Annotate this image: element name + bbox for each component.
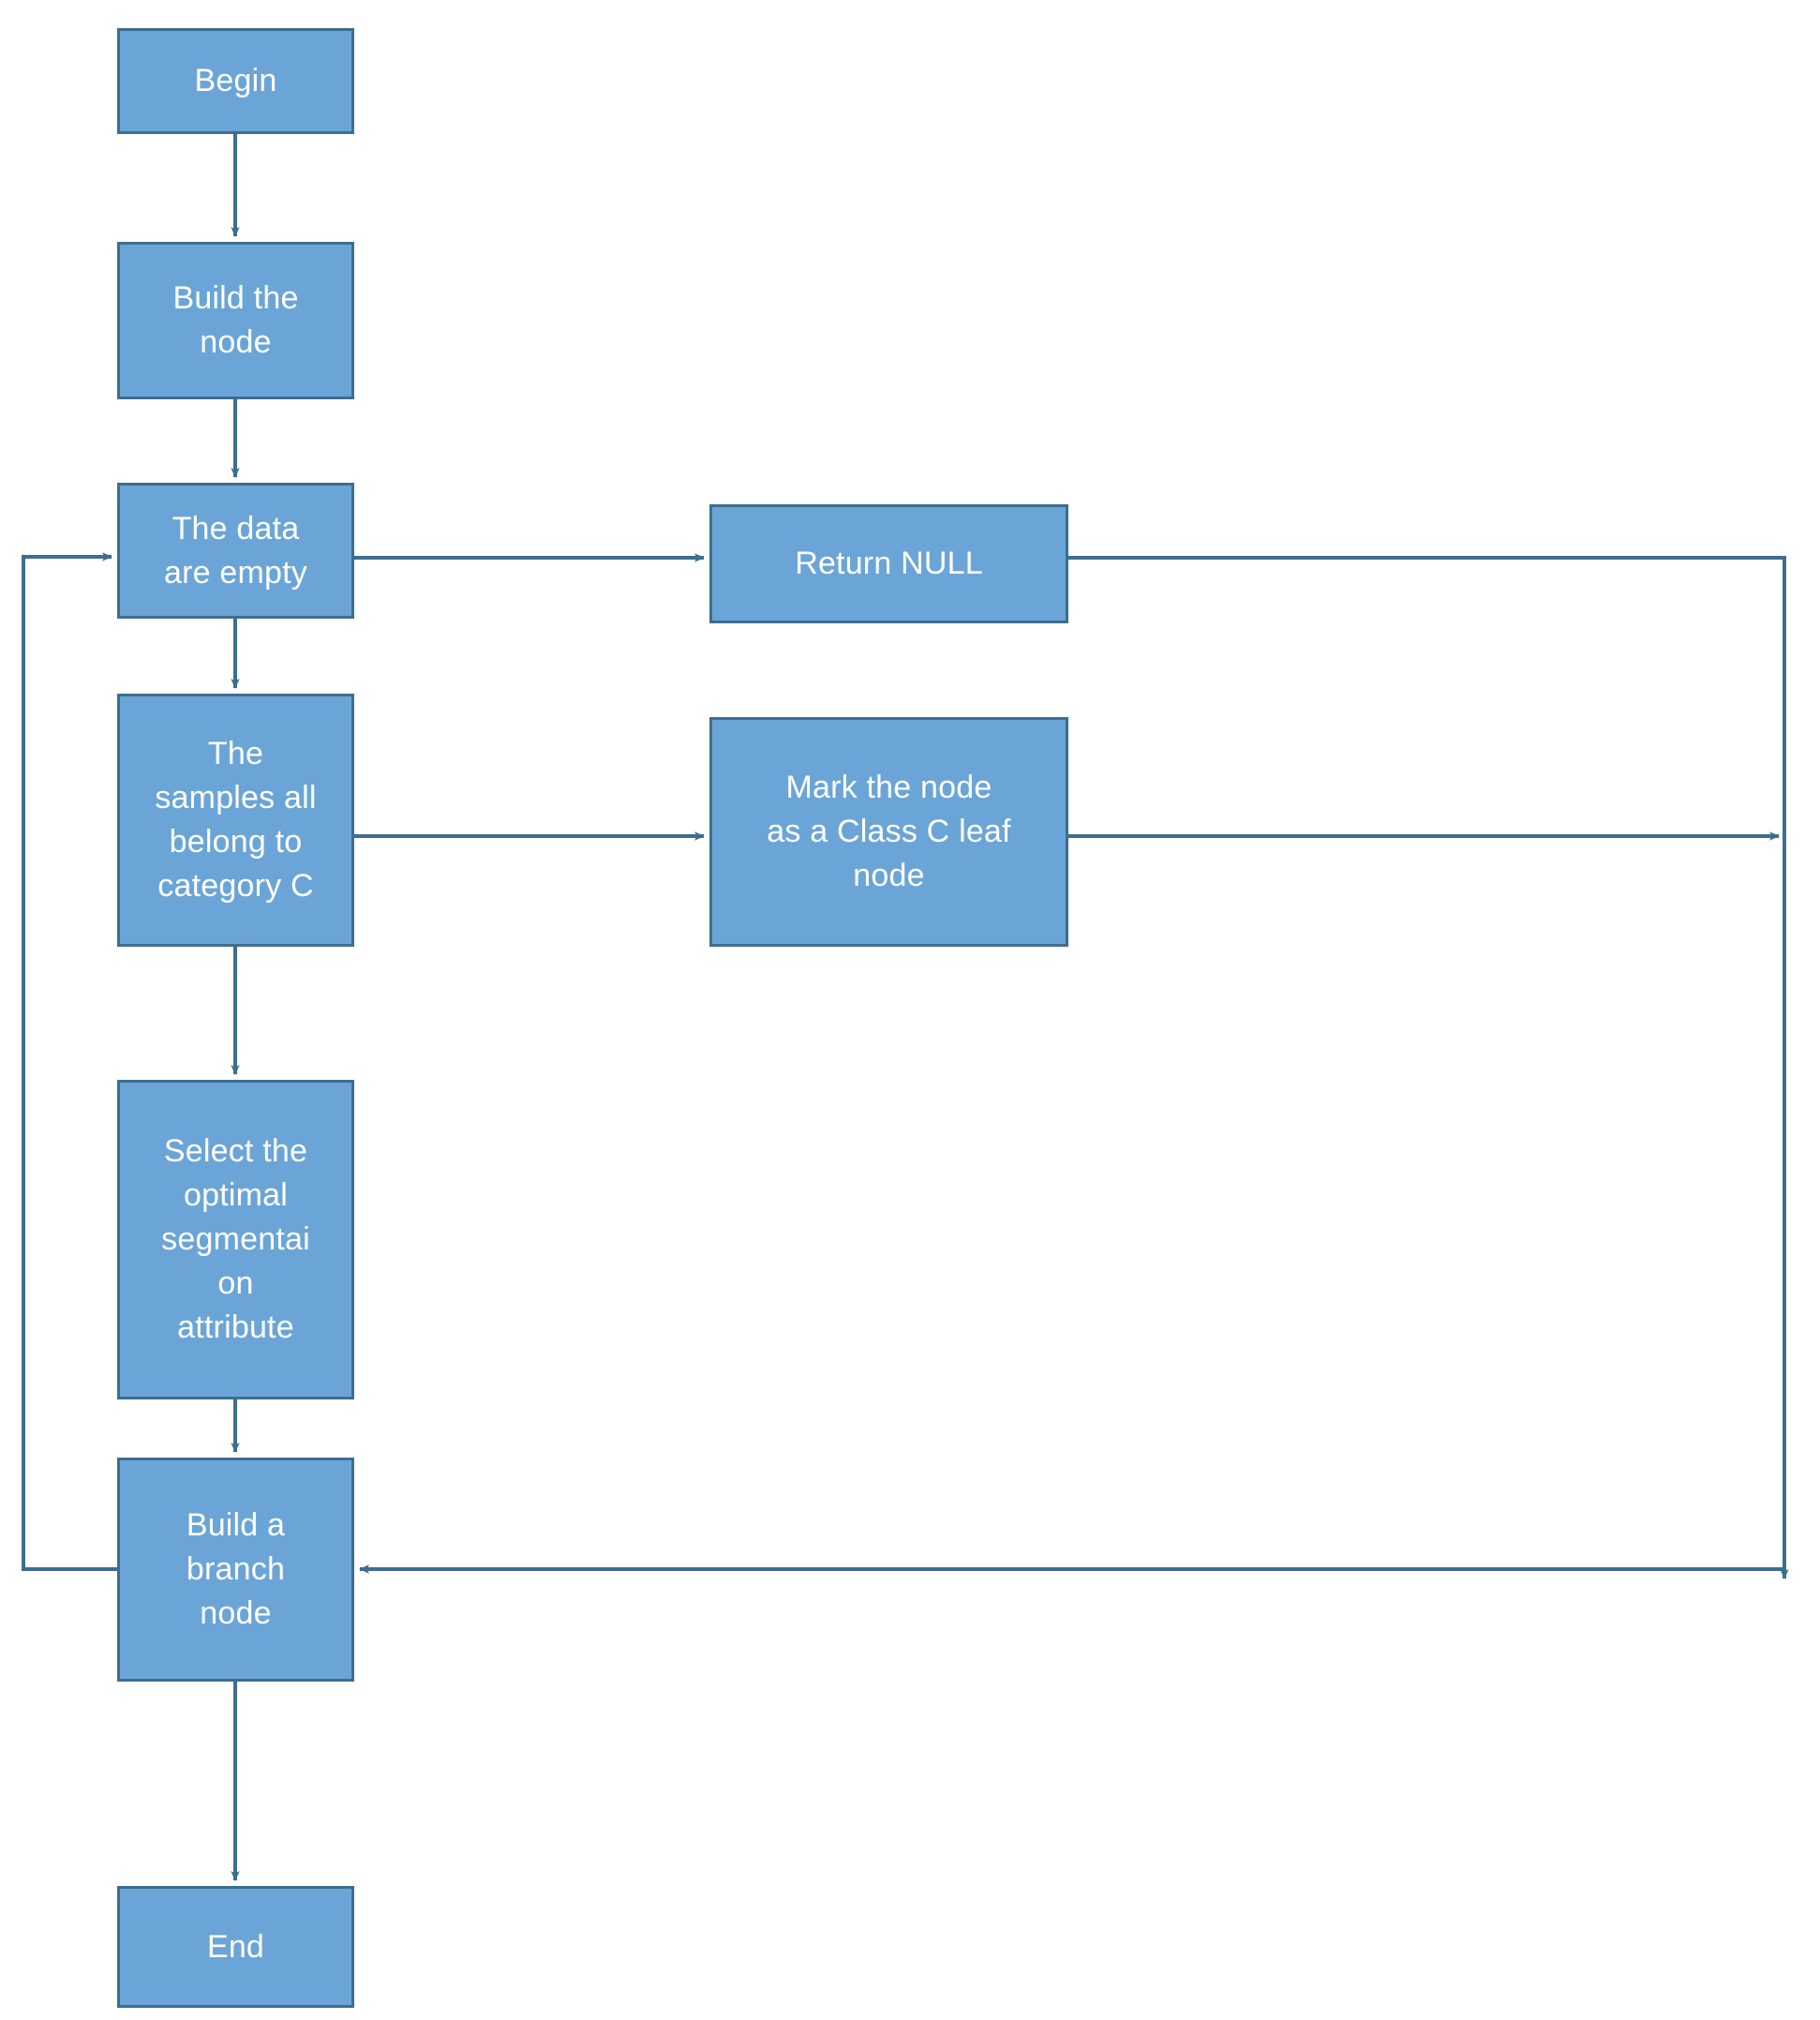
- node-mark-node-as-class-c-leaf[interactable]: Mark the node as a Class C leaf node: [709, 717, 1068, 947]
- node-build-the-node[interactable]: Build the node: [117, 242, 354, 399]
- node-samples-belong-to-category-c[interactable]: The samples all belong to category C: [117, 694, 354, 947]
- node-the-data-are-empty[interactable]: The data are empty: [117, 483, 354, 619]
- node-build-a-branch-node[interactable]: Build a branch node: [117, 1458, 354, 1682]
- edge-branch-node-to-data-empty-loop: [22, 552, 117, 1571]
- node-begin[interactable]: Begin: [117, 28, 354, 134]
- node-end[interactable]: End: [117, 1886, 354, 2008]
- node-select-optimal-segmentation-attribute[interactable]: Select the optimal segmentai on attribut…: [117, 1080, 354, 1399]
- edge-return-null-to-right-rail: [1068, 556, 1789, 1579]
- node-return-null[interactable]: Return NULL: [709, 504, 1068, 623]
